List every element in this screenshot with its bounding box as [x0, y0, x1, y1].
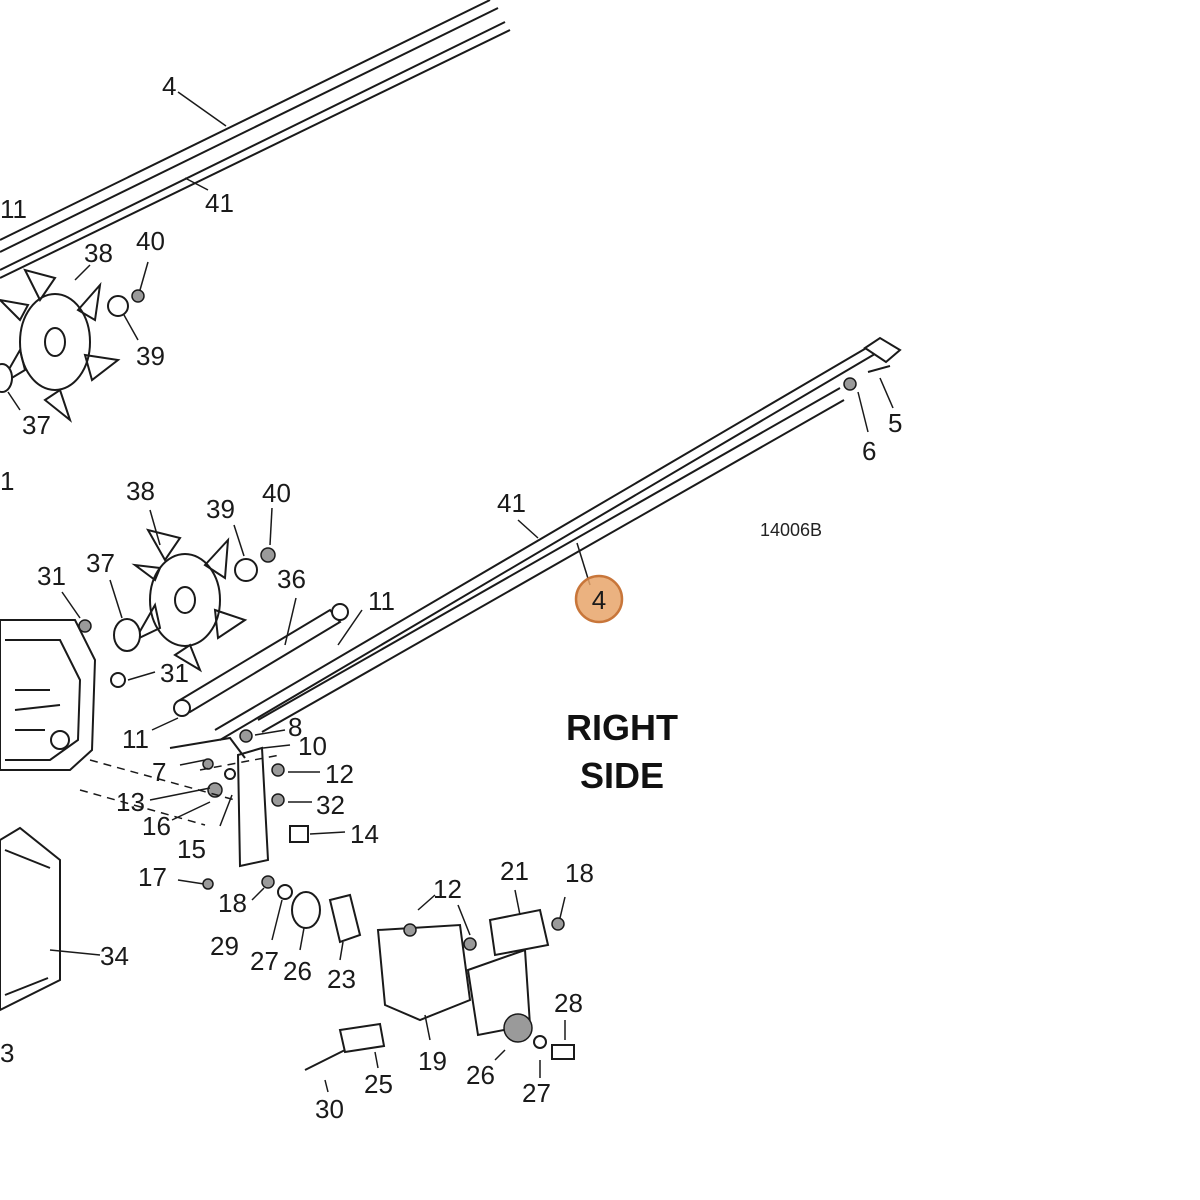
callout-label: 18 — [565, 858, 594, 888]
callout-label: 17 — [138, 862, 167, 892]
callout-label: 14 — [350, 819, 379, 849]
callout-label: 21 — [500, 856, 529, 886]
callout-label: 25 — [364, 1069, 393, 1099]
side-heading-line-1: RIGHT — [566, 707, 678, 748]
callout-label: 5 — [888, 408, 902, 438]
callout-label: 11 — [122, 724, 149, 754]
upper-rod-assembly — [0, 0, 511, 279]
highlight-label: 4 — [592, 585, 606, 615]
callout-label: 1 — [0, 466, 14, 496]
callout-label: 37 — [86, 548, 115, 578]
callout-label: 36 — [277, 564, 306, 594]
callout-label: 27 — [250, 946, 279, 976]
pump-housing — [0, 619, 97, 771]
callout-label: 29 — [210, 931, 239, 961]
callout-label: 3 — [0, 1038, 14, 1068]
callout-label: 38 — [84, 238, 113, 268]
drawing-code: 14006B — [760, 520, 822, 540]
callout-labels: 4 41 11 38 40 39 37 1 5 6 41 38 39 40 31… — [0, 71, 902, 1124]
callout-label: 26 — [466, 1060, 495, 1090]
callout-label: 18 — [218, 888, 247, 918]
lower-fan — [61, 507, 276, 688]
callout-label: 31 — [160, 658, 189, 688]
callout-label: 27 — [522, 1078, 551, 1108]
callout-label: 41 — [205, 188, 234, 218]
callout-label: 10 — [298, 731, 327, 761]
callout-label: 7 — [152, 757, 166, 787]
callout-label: 16 — [142, 811, 171, 841]
lower-housing — [0, 826, 101, 1012]
callout-label: 38 — [126, 476, 155, 506]
highlighted-callout[interactable]: 4 — [574, 574, 624, 624]
callout-label: 26 — [283, 956, 312, 986]
callout-label: 12 — [325, 759, 354, 789]
callout-label: 39 — [206, 494, 235, 524]
callout-label: 40 — [262, 478, 291, 508]
callout-label: 6 — [862, 436, 876, 466]
bracket-hardware — [79, 729, 346, 890]
callout-label: 11 — [0, 194, 27, 224]
callout-label: 40 — [136, 226, 165, 256]
callout-label: 30 — [315, 1094, 344, 1124]
lower-rod-assembly — [214, 336, 902, 741]
side-heading-line-2: SIDE — [580, 755, 664, 796]
callout-label: 19 — [418, 1046, 447, 1076]
callout-label: 32 — [316, 790, 345, 820]
callout-label: 37 — [22, 410, 51, 440]
callout-label: 8 — [288, 712, 302, 742]
callout-label: 23 — [327, 964, 356, 994]
callout-label: 28 — [554, 988, 583, 1018]
callout-label: 41 — [497, 488, 526, 518]
upper-fan — [0, 261, 149, 423]
highlight-marker[interactable] — [574, 574, 624, 624]
callout-label: 13 — [116, 787, 145, 817]
lower-linkage — [251, 875, 575, 1093]
callout-label: 39 — [136, 341, 165, 371]
callout-label: 31 — [37, 561, 66, 591]
callout-label: 11 — [368, 586, 395, 616]
callout-label: 4 — [162, 71, 176, 101]
callout-label: 34 — [100, 941, 129, 971]
callout-label: 15 — [177, 834, 206, 864]
hydraulic-cylinder — [151, 597, 363, 731]
callout-label: 12 — [433, 874, 462, 904]
